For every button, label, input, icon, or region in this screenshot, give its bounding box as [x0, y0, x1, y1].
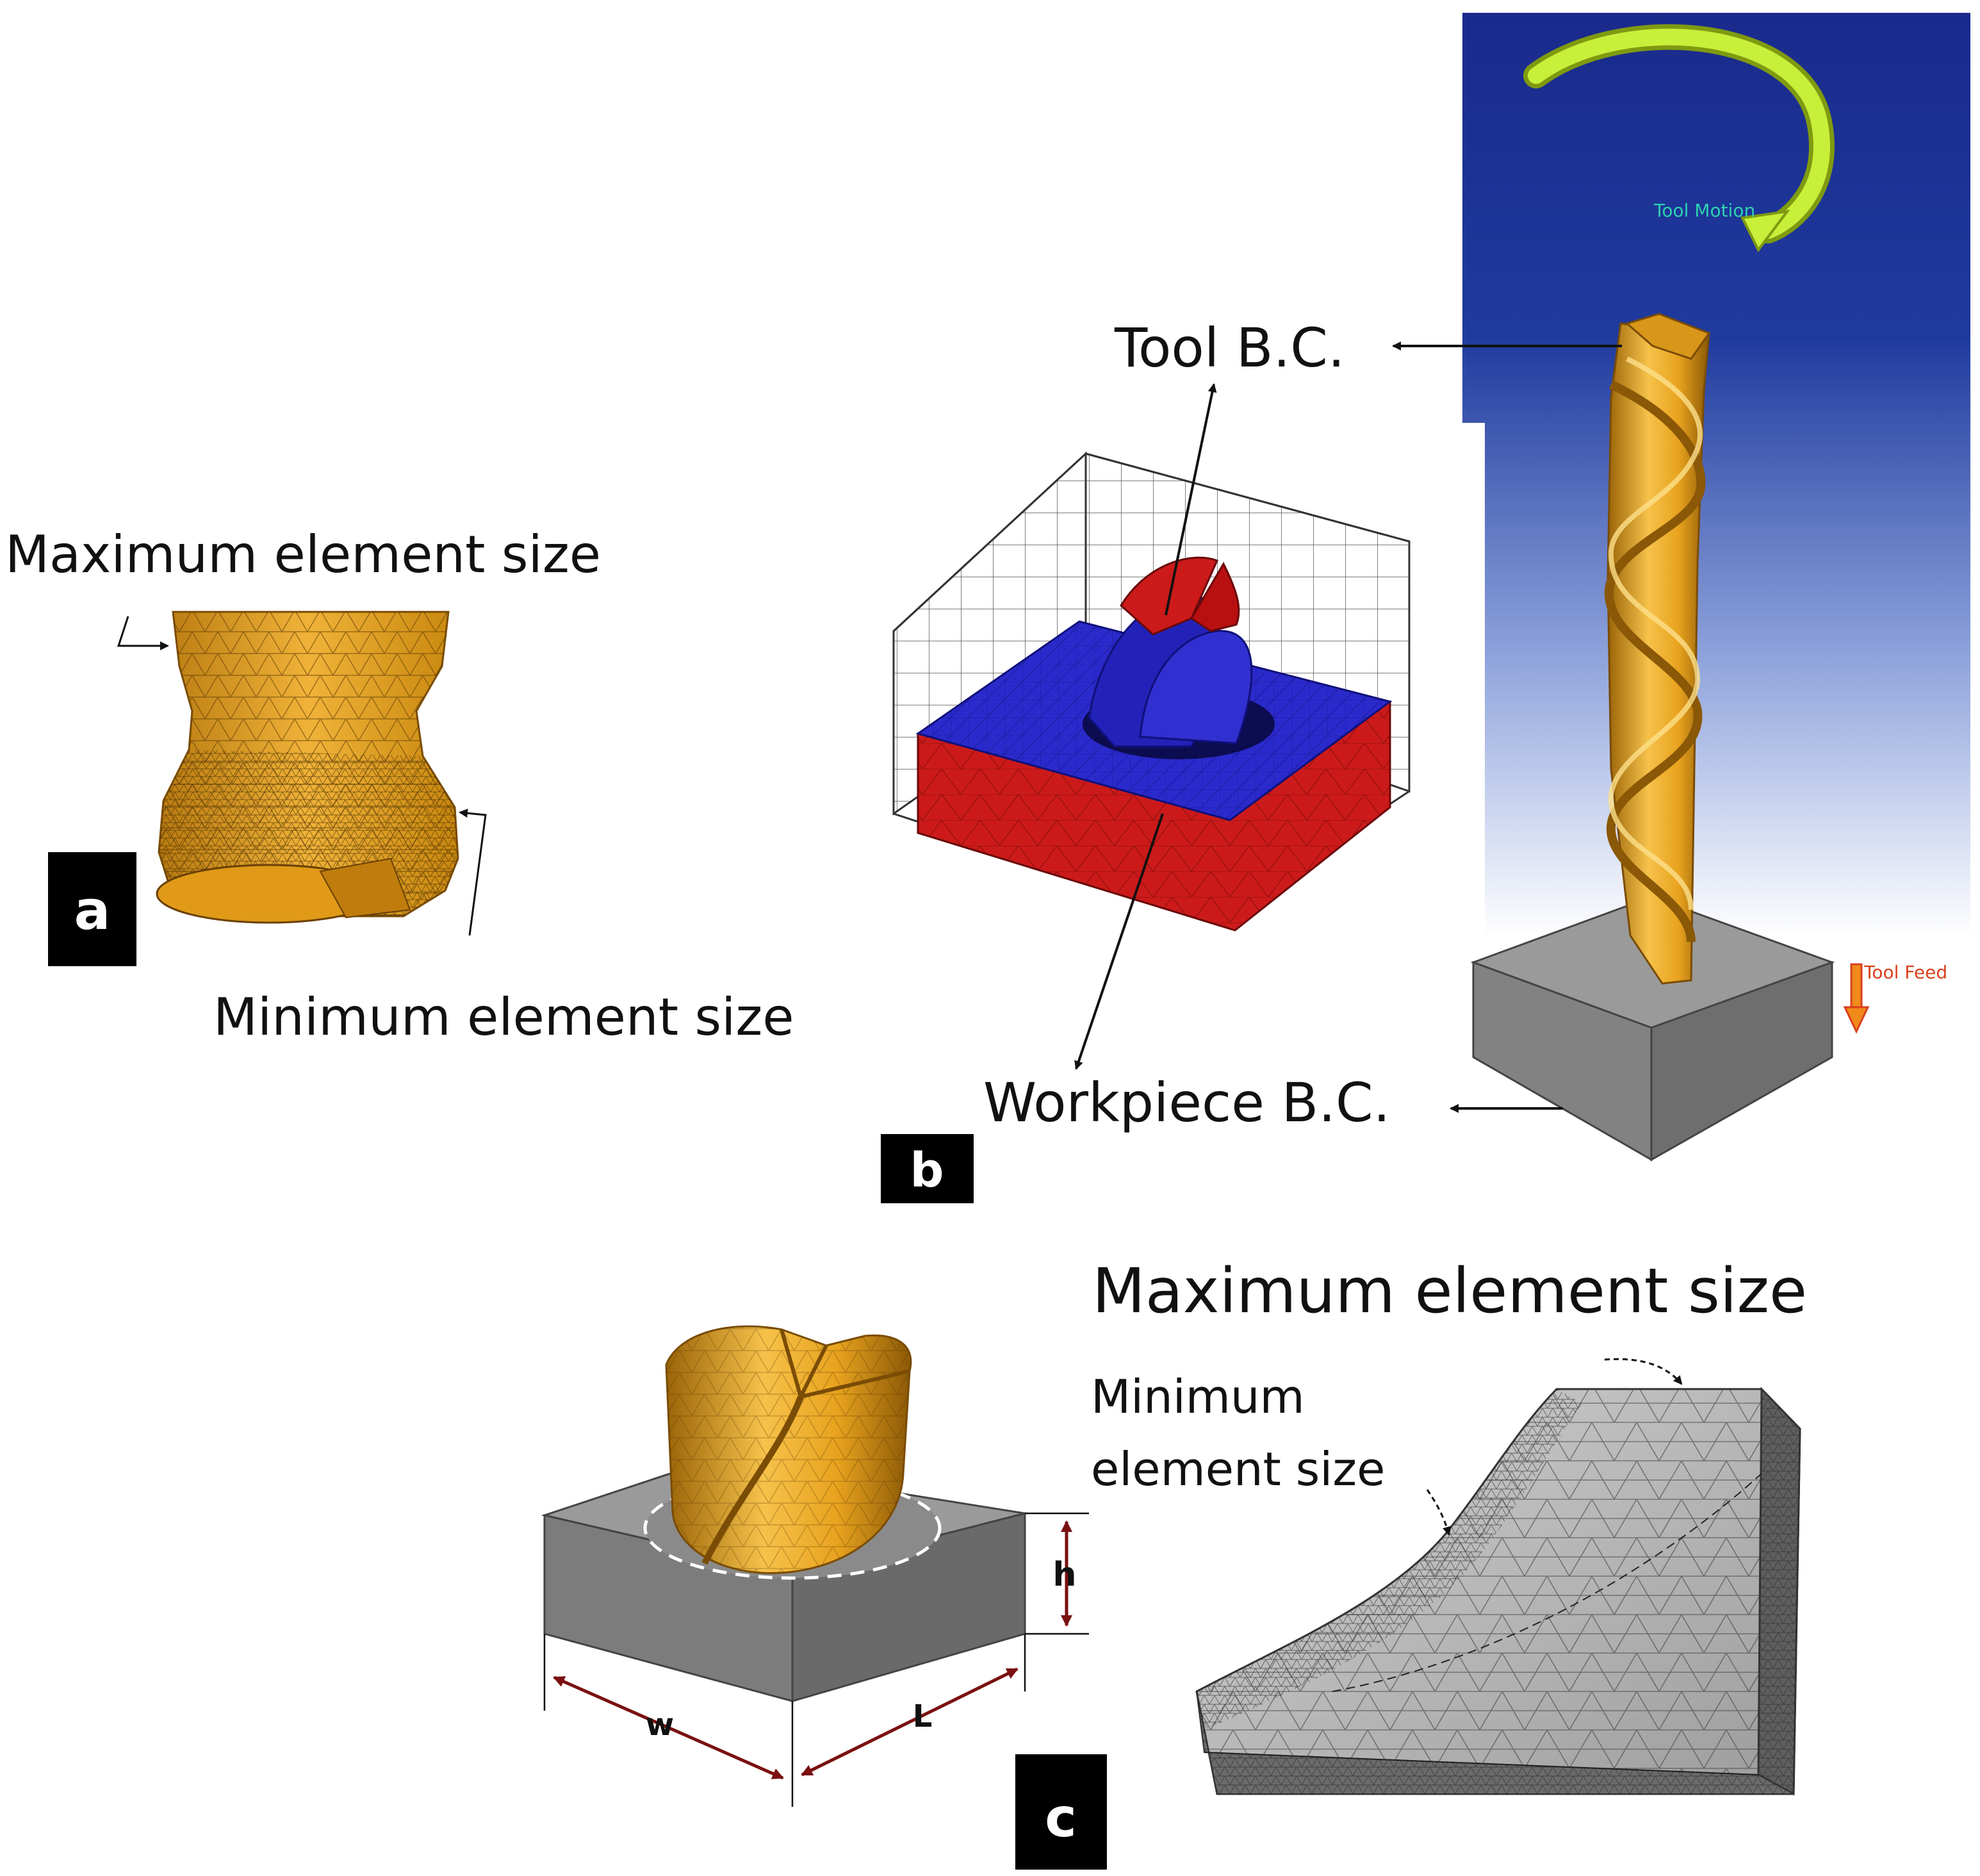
tool-motion-arrow — [1523, 24, 1835, 252]
panel-c-min-pointer — [1426, 1489, 1452, 1536]
dim-w-arrow — [553, 1675, 784, 1780]
panel-c-drill — [665, 1325, 912, 1574]
panel-a-max-pointer — [117, 616, 169, 650]
panel-a: Maximum element size Minimum element siz… — [5, 525, 794, 1047]
twist-drill — [1604, 313, 1711, 985]
dim-w-label: w — [646, 1707, 674, 1743]
dim-h-label: h — [1052, 1556, 1076, 1594]
panel-c-tag-box — [1015, 1754, 1107, 1870]
panel-a-max-label: Maximum element size — [5, 525, 601, 584]
panel-c-min-label-line2: element size — [1091, 1442, 1385, 1496]
fem-simulation-box — [892, 451, 1411, 932]
panel-a-drill-mesh — [156, 611, 459, 924]
panel-a-tag: a — [74, 879, 111, 942]
panel-c: h w L Maximum element size Minimum el — [541, 1255, 1807, 1870]
tool-bc-pointer-down — [1165, 383, 1217, 616]
tool-bc-label: Tool B.C. — [1114, 317, 1345, 379]
dim-l-arrow — [801, 1667, 1019, 1777]
tool-feed-label: Tool Feed — [1863, 962, 1947, 983]
panel-a-min-label: Minimum element size — [213, 987, 794, 1047]
panel-c-tag: c — [1045, 1786, 1077, 1849]
panel-b-backdrop — [1462, 13, 1970, 937]
panel-b-tag: b — [910, 1143, 944, 1198]
panel-c-min-label-line1: Minimum — [1091, 1370, 1305, 1424]
tool-feed-arrow — [1843, 963, 1870, 1034]
workpiece-bc-pointer-left — [1074, 813, 1164, 1070]
panel-a-min-pointer — [459, 809, 487, 936]
panel-c-max-pointer — [1604, 1358, 1683, 1385]
panel-c-max-label: Maximum element size — [1092, 1255, 1807, 1327]
workpiece-bc-label: Workpiece B.C. — [983, 1071, 1390, 1134]
panel-a-tag-box — [48, 852, 136, 966]
panel-b-tag-box — [881, 1134, 974, 1203]
tool-motion-label: Tool Motion — [1653, 200, 1755, 221]
panel-b: Tool Motion Tool Feed — [881, 13, 1970, 1203]
dim-l-label: L — [913, 1699, 933, 1734]
panel-b-workpiece-block — [1470, 896, 1835, 1162]
panel-c-mesh-part — [1195, 1386, 1801, 1796]
